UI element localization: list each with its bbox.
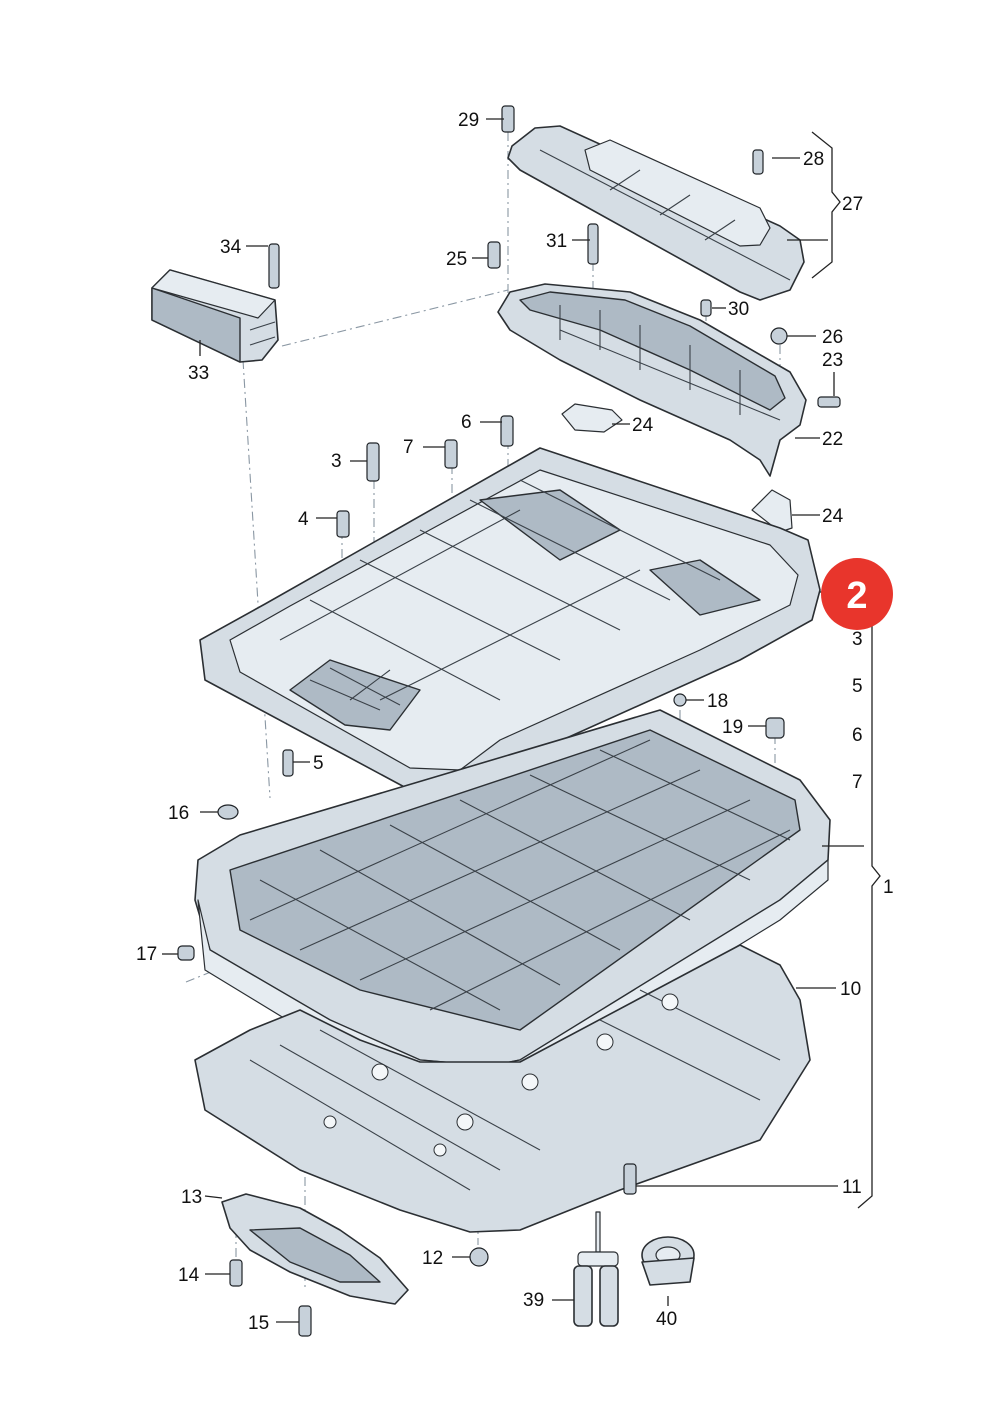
- label-25: 25: [446, 249, 467, 270]
- bolt-4: [336, 510, 350, 538]
- label-31: 31: [546, 231, 567, 252]
- nut-26: [770, 327, 788, 345]
- label-right-6: 6: [852, 725, 863, 746]
- fasteners: [177, 105, 841, 1337]
- bolt-3: [366, 442, 380, 482]
- bolt-25: [487, 241, 501, 269]
- battery-frame-part: [194, 709, 831, 1087]
- label-24-lower: 24: [822, 506, 844, 527]
- bolt-6: [500, 415, 514, 447]
- label-13: 13: [181, 1187, 202, 1208]
- label-27: 27: [842, 194, 863, 215]
- label-22: 22: [822, 429, 843, 450]
- label-right-3: 3: [852, 629, 863, 650]
- label-29: 29: [458, 110, 479, 131]
- bolt-7: [444, 439, 458, 469]
- upper-tray-part: [497, 283, 807, 477]
- label-right-5: 5: [852, 676, 863, 697]
- control-module-part: [151, 269, 279, 363]
- sealant-tubes-part: [573, 1211, 619, 1327]
- tape-roll-part: [641, 1236, 695, 1286]
- bolt-15: [298, 1305, 312, 1337]
- housing-cover-part: [199, 447, 821, 796]
- label-16: 16: [168, 803, 189, 824]
- badge-number: 2: [846, 575, 867, 617]
- label-19: 19: [722, 717, 743, 738]
- label-11: 11: [842, 1177, 862, 1198]
- label-17: 17: [136, 944, 157, 965]
- label-1: 1: [883, 877, 894, 898]
- seal-parts: [561, 403, 793, 533]
- clip-19: [765, 717, 785, 739]
- label-24-upper: 24: [632, 415, 654, 436]
- bolt-28: [752, 149, 764, 175]
- underbody-shield-part: [194, 944, 811, 1233]
- plug-18: [673, 693, 687, 707]
- label-33: 33: [188, 363, 209, 384]
- label-12: 12: [422, 1248, 443, 1269]
- bolt-30: [700, 299, 712, 317]
- label-5: 5: [313, 753, 324, 774]
- bolt-14: [229, 1259, 243, 1287]
- label-14: 14: [178, 1265, 200, 1286]
- nut-12: [469, 1247, 489, 1267]
- part-number-badge: 2: [821, 558, 893, 630]
- top-cover-part: [507, 125, 805, 301]
- callout-labels: 29 28 27 34 31 25 30 26 23 33 6 24 22 3 …: [136, 110, 894, 1334]
- label-28: 28: [803, 149, 824, 170]
- skid-plate-part: [221, 1193, 409, 1305]
- bolt-11: [623, 1163, 637, 1195]
- label-34: 34: [220, 237, 242, 258]
- bolt-5: [282, 749, 294, 777]
- bolt-31: [587, 223, 599, 265]
- label-18: 18: [707, 691, 728, 712]
- label-39: 39: [523, 1290, 544, 1311]
- label-23: 23: [822, 350, 843, 371]
- cap-17: [177, 945, 195, 961]
- plug-16: [217, 804, 239, 820]
- label-40: 40: [656, 1309, 677, 1330]
- label-right-7: 7: [852, 772, 863, 793]
- label-15: 15: [248, 1313, 269, 1334]
- label-3: 3: [331, 451, 342, 472]
- label-4: 4: [298, 509, 309, 530]
- label-6: 6: [461, 412, 472, 433]
- label-30: 30: [728, 299, 749, 320]
- label-26: 26: [822, 327, 843, 348]
- bolt-23: [817, 396, 841, 408]
- label-10: 10: [840, 979, 861, 1000]
- label-7: 7: [403, 437, 414, 458]
- bolt-34: [268, 243, 280, 289]
